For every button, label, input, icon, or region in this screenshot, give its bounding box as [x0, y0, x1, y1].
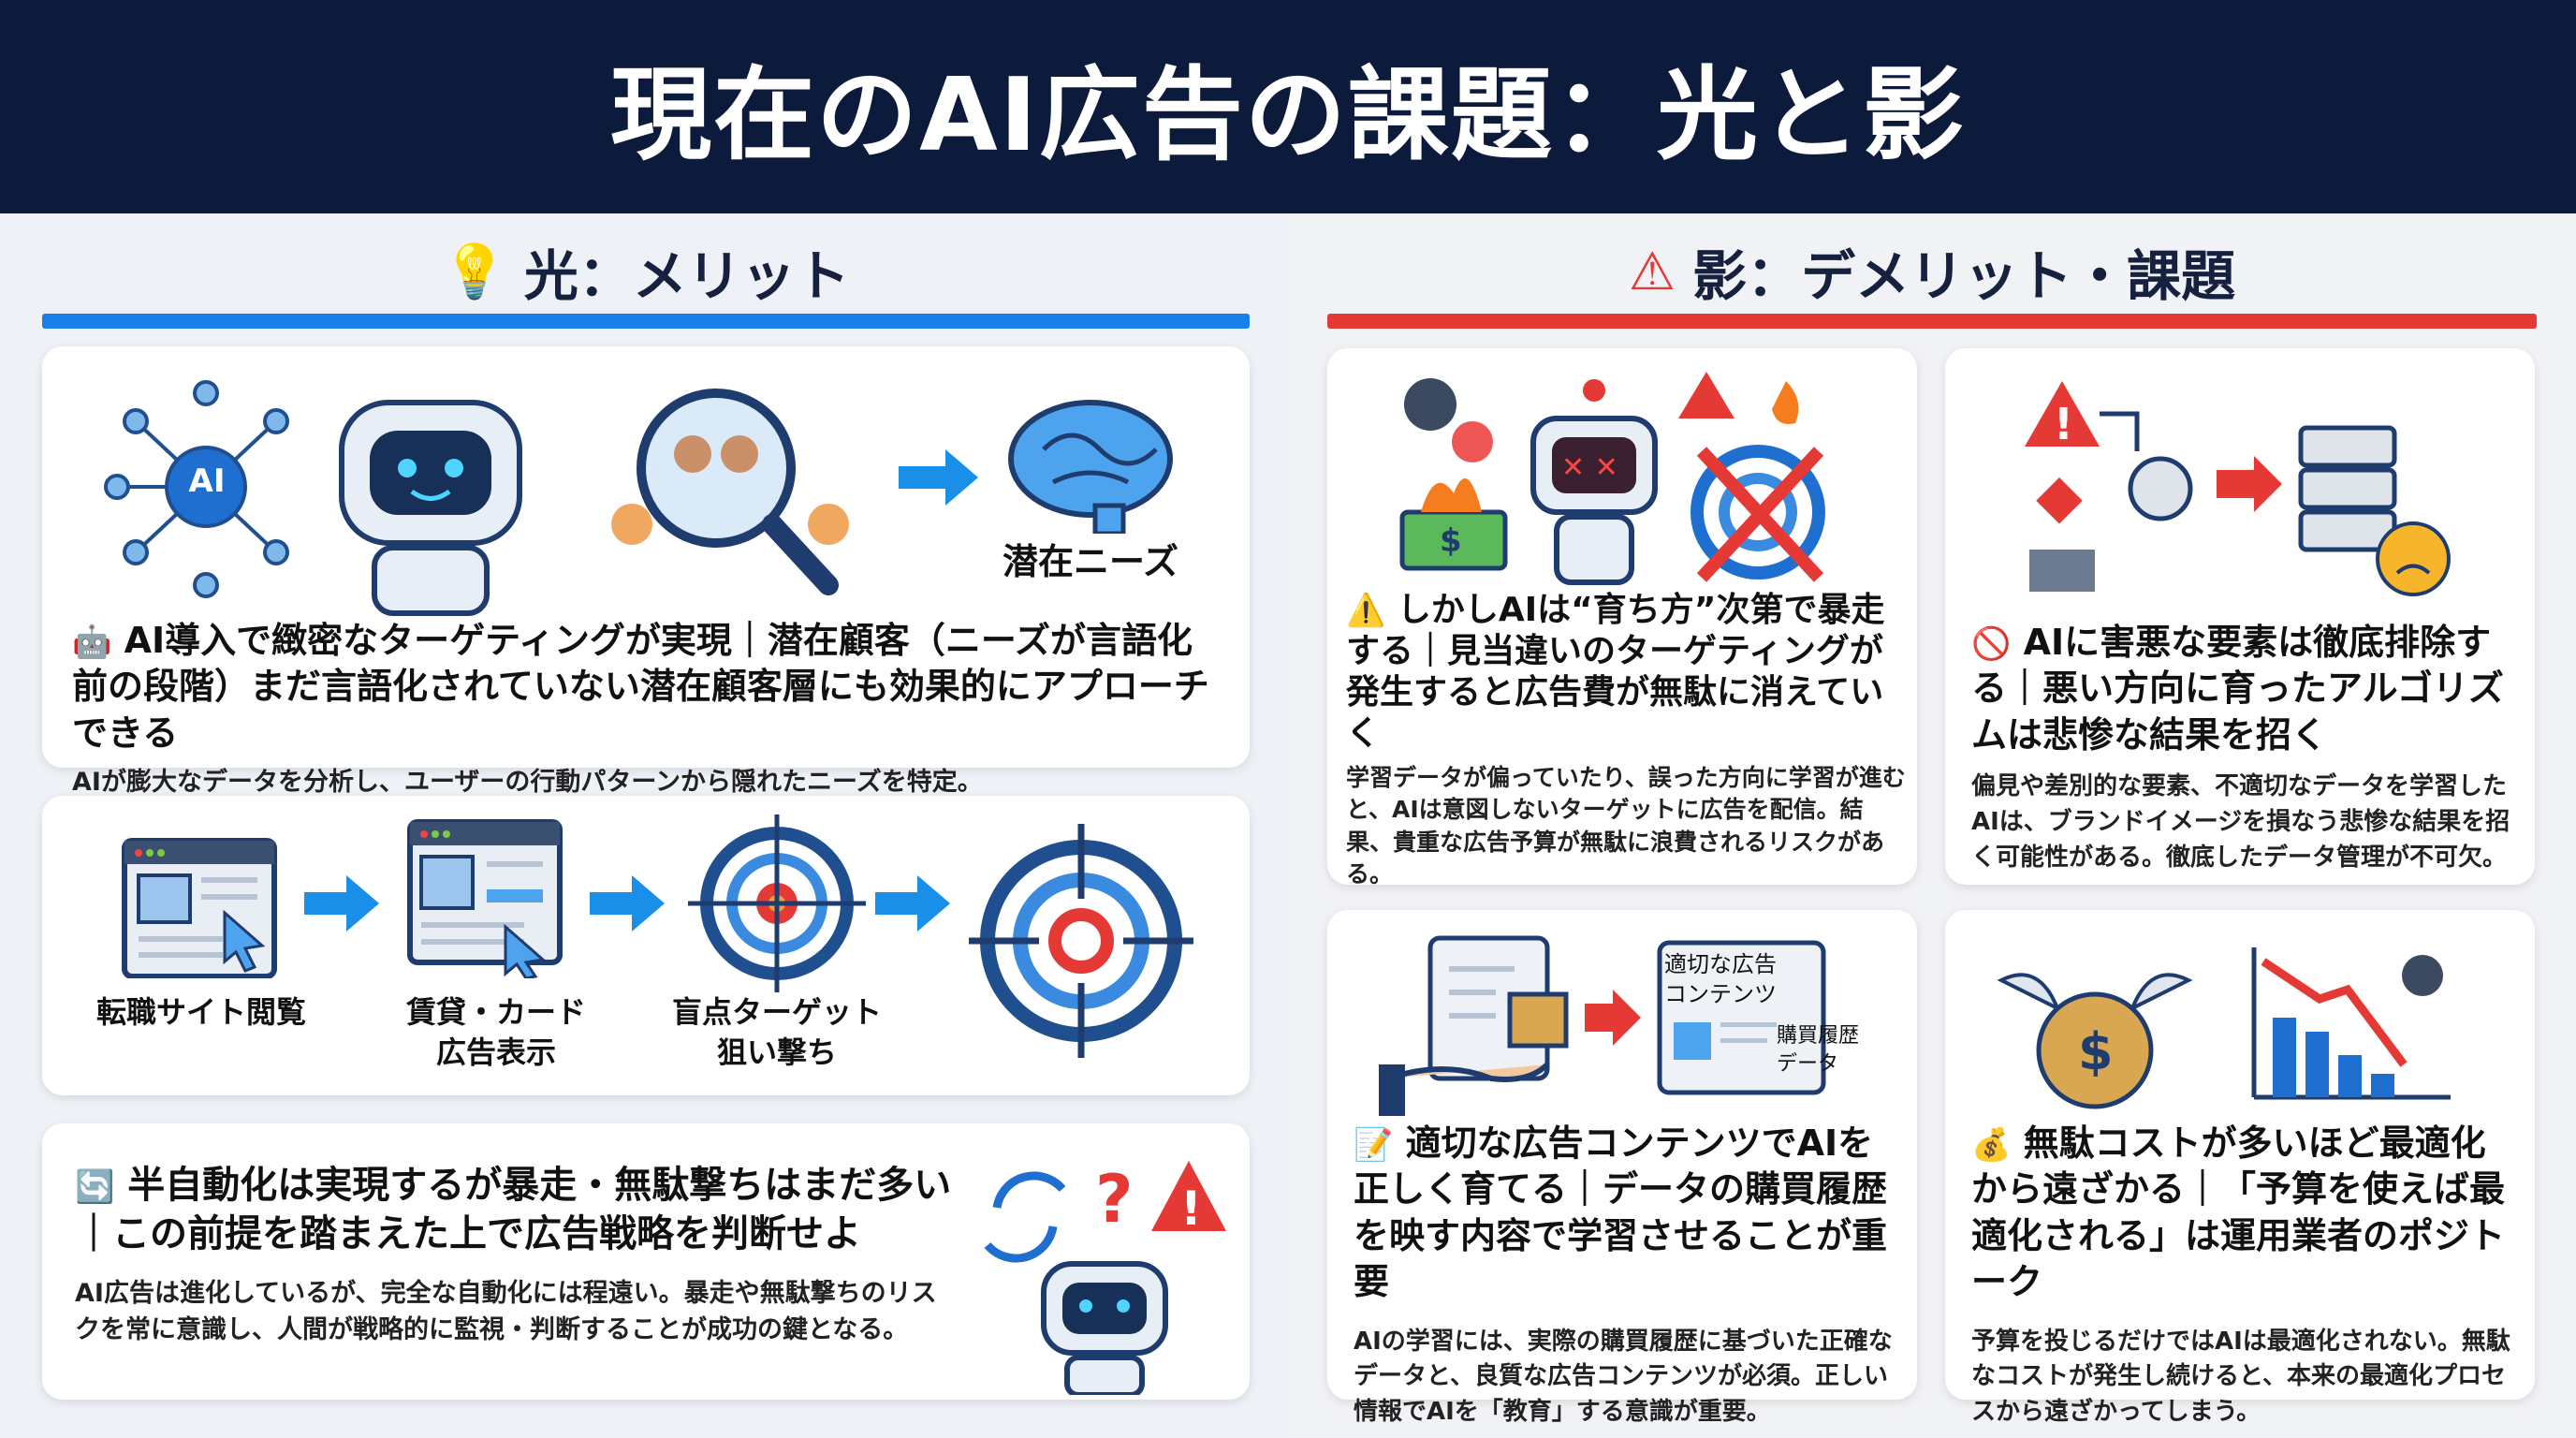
flow-step-label: 盲点ターゲット 狙い撃ち	[671, 994, 882, 1071]
card-text: ⚠️ しかしAIは“育ち方”次第で暴走する｜見当違いのターゲティングが発生すると…	[1346, 590, 1908, 891]
card-text: 💰 無駄コストが多いほど最適化から遠ざかる｜「予算を使えば最適化される」は運用業…	[1971, 1121, 2514, 1431]
header: 現在のAI広告の課題：光と影	[0, 0, 2576, 213]
arrow-right-icon	[590, 875, 665, 932]
lightbulb-icon: 💡	[442, 242, 507, 302]
card-heading: 無駄コストが多いほど最適化から遠ざかる｜「予算を使えば最適化される」は運用業者の…	[1971, 1123, 2506, 1303]
target-icon	[688, 814, 866, 992]
demerit-divider	[1327, 314, 2537, 329]
svg-text:$: $	[2078, 1022, 2114, 1081]
card-heading: AI導入で緻密なターゲティングが実現｜潜在顧客（ニーズが言語化前の段階）まだ言語…	[72, 620, 1209, 754]
card-heading: しかしAIは“育ち方”次第で暴走する｜見当違いのターゲティングが発生すると広告費…	[1346, 591, 1885, 753]
robot-icon: 🤖	[72, 624, 112, 661]
svg-text:?: ?	[1095, 1161, 1134, 1238]
refresh-icon: 🔄	[75, 1168, 115, 1206]
money-chart-illustration: $	[1997, 947, 2451, 1109]
flow-step-label: 転職サイト閲覧	[95, 994, 306, 1030]
arrow-right-icon	[304, 875, 379, 932]
doc-note-label: 購買履歴 データ	[1777, 1024, 1860, 1076]
warning-icon: ⚠	[1628, 241, 1676, 302]
demerit-title: 影：デメリット・課題	[1692, 244, 2236, 308]
card-text: 🤖 AI導入で緻密なターゲティングが実現｜潜在顧客（ニーズが言語化前の段階）まだ…	[72, 618, 1223, 800]
demerit-heading: ⚠ 影：デメリット・課題	[1327, 234, 2537, 309]
svg-text:!: !	[2054, 399, 2073, 449]
merit-card-targeting: AI 潜在ニーズ 🤖 AI導入で緻密なターゲティングが実現｜潜在顧客（ニーズが言…	[42, 346, 1250, 797]
brain-icon	[1008, 400, 1173, 534]
arrow-right-icon	[875, 875, 950, 932]
card-body: AIの学習には、実際の購買履歴に基づいた正確なデータと、良質な広告コンテンツが必…	[1354, 1327, 1893, 1426]
demerit-card-runaway: $ ✕ ✕ ⚠️ しかしAIは“育ち方”次第で暴走する｜見当違いのターゲティング…	[1327, 348, 1917, 888]
bullseye-icon	[969, 824, 1193, 1058]
warning-icon: ⚠️	[1346, 592, 1386, 629]
runaway-robot-illustration: $ ✕ ✕	[1399, 372, 1825, 585]
card-text: 📝 適切な広告コンテンツでAIを正しく育てる｜データの購買履歴を映す内容で学習さ…	[1354, 1121, 1896, 1431]
card-body: AIが膨大なデータを分析し、ユーザーの行動パターンから隠れたニーズを特定。	[72, 768, 983, 798]
flow-step-label: 賃貸・カード 広告表示	[405, 994, 586, 1071]
merit-title: 光：メリット	[523, 244, 850, 308]
card-body: AI広告は進化しているが、完全な自動化には程遠い。暴走や無駄撃ちのリスクを常に意…	[75, 1279, 937, 1345]
money-bag-icon: 💰	[1971, 1126, 2012, 1164]
svg-text:$: $	[1440, 522, 1462, 560]
card-text: 🔄 半自動化は実現するが暴走・無駄撃ちはまだ多い｜この前提を踏まえた上で広告戦略…	[75, 1161, 955, 1348]
card-body: 偏見や差別的な要素、不適切なデータを学習したAIは、ブランドイメージを損なう悲惨…	[1971, 772, 2510, 872]
ai-label: AI	[188, 462, 226, 500]
card-heading: AIに害悪な要素は徹底排除する｜悪い方向に育ったアルゴリズムは悲惨な結果を招く	[1971, 622, 2504, 756]
prohibited-icon: 🚫	[1971, 625, 2012, 663]
merit-divider	[42, 314, 1250, 329]
demerit-card-content: 適切な広告 コンテンツ 購買履歴 データ 📝 適切な広告コンテンツでAIを正しく…	[1327, 910, 1917, 1426]
magnifier-customers-icon	[611, 389, 849, 595]
browser-profile-icon	[122, 838, 277, 978]
svg-text:✕ ✕: ✕ ✕	[1561, 451, 1618, 484]
memo-icon: 📝	[1354, 1126, 1394, 1164]
latent-needs-label: 潜在ニーズ	[1002, 541, 1179, 582]
doc-title-label: 適切な広告 コンテンツ	[1664, 951, 1777, 1008]
harmful-algorithm-illustration: !	[2025, 381, 2451, 596]
merit-card-flow: 転職サイト閲覧 賃貸・カード 広告表示 盲点ターゲット 狙い撃ち	[42, 796, 1250, 1095]
demerit-card-cost: $ 💰 無駄コストが多いほど最適化から遠ざかる｜「予算を使えば最適化される」は運…	[1945, 910, 2535, 1426]
card-heading: 半自動化は実現するが暴走・無駄撃ちはまだ多い｜この前提を踏まえた上で広告戦略を判…	[75, 1164, 952, 1255]
merit-heading: 💡 光：メリット	[42, 234, 1250, 309]
ai-network-illustration	[104, 380, 289, 598]
robot-icon	[339, 400, 522, 616]
confused-robot-icon: ? !	[984, 1161, 1226, 1395]
card-body: 学習データが偏っていたり、誤った方向に学習が進むと、AIは意図しないターゲットに…	[1346, 763, 1906, 888]
merit-card-semi-automation: 🔄 半自動化は実現するが暴走・無駄撃ちはまだ多い｜この前提を踏まえた上で広告戦略…	[42, 1123, 1250, 1400]
card-heading: 適切な広告コンテンツでAIを正しく育てる｜データの購買履歴を映す内容で学習させる…	[1354, 1123, 1888, 1303]
demerit-card-harmful: ! 🚫 AIに害悪な要素は徹底排除する｜悪い方向に育ったアルゴリズムは悲惨な結果…	[1945, 348, 2535, 885]
card-body: 予算を投じるだけではAIは最適化されない。無駄なコストが発生し続けると、本来の最…	[1971, 1327, 2510, 1426]
hand-document-illustration	[1379, 935, 1826, 1116]
browser-ad-icon	[407, 819, 563, 978]
card-text: 🚫 AIに害悪な要素は徹底排除する｜悪い方向に育ったアルゴリズムは悲惨な結果を招…	[1971, 620, 2514, 875]
page-title: 現在のAI広告の課題：光と影	[610, 57, 1966, 174]
svg-text:!: !	[1180, 1181, 1202, 1236]
arrow-right-icon	[899, 449, 978, 506]
